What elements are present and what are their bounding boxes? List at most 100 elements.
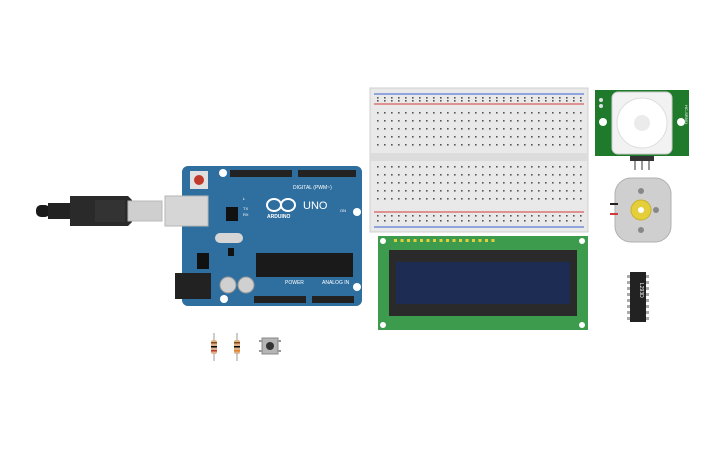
arduino-logo-icon <box>266 198 296 212</box>
hole <box>545 144 547 146</box>
hole <box>496 215 498 217</box>
hole <box>545 190 547 192</box>
power-jack <box>175 273 211 299</box>
hole <box>440 220 442 222</box>
hole <box>489 97 491 99</box>
hole <box>419 97 421 99</box>
hole <box>573 220 575 222</box>
hole <box>384 100 386 102</box>
hole <box>545 97 547 99</box>
hole <box>531 174 533 176</box>
hole <box>440 136 442 138</box>
board-model-label: UNO <box>303 200 328 212</box>
breadboard[interactable] <box>369 87 589 233</box>
hole <box>510 182 512 184</box>
hole <box>426 220 428 222</box>
hole <box>627 317 630 320</box>
hole <box>580 174 582 176</box>
arduino-uno-board[interactable]: UNO ARDUINO DIGITAL (PWM~) ON TX RX L PO… <box>164 166 362 306</box>
hole <box>580 97 582 99</box>
hole <box>405 166 407 168</box>
hole <box>468 198 470 200</box>
hole <box>545 112 547 114</box>
capacitor <box>219 276 237 294</box>
hole <box>398 166 400 168</box>
hole <box>510 128 512 130</box>
hole <box>503 166 505 168</box>
hole <box>398 100 400 102</box>
hole <box>447 215 449 217</box>
hole <box>503 120 505 122</box>
hole <box>545 198 547 200</box>
hole <box>465 239 469 242</box>
header-power <box>254 296 306 303</box>
hole <box>524 215 526 217</box>
usb-cable-end <box>36 205 50 217</box>
dc-motor[interactable] <box>610 177 672 243</box>
hole <box>468 144 470 146</box>
hole <box>440 97 442 99</box>
hole <box>538 182 540 184</box>
hole <box>559 112 561 114</box>
hole <box>566 182 568 184</box>
hole <box>377 166 379 168</box>
usb-connector <box>127 200 163 222</box>
crystal <box>215 233 243 243</box>
hole <box>412 166 414 168</box>
hole <box>412 215 414 217</box>
hole <box>524 136 526 138</box>
hole <box>573 182 575 184</box>
hole <box>496 166 498 168</box>
hole <box>573 120 575 122</box>
hole <box>580 166 582 168</box>
lcd-display[interactable] <box>378 236 588 330</box>
hole <box>405 190 407 192</box>
hole <box>566 220 568 222</box>
hole <box>461 100 463 102</box>
hole <box>426 215 428 217</box>
hole <box>517 136 519 138</box>
hole <box>468 136 470 138</box>
hole <box>538 198 540 200</box>
hole <box>377 215 379 217</box>
resistor[interactable] <box>234 333 240 361</box>
hole <box>517 97 519 99</box>
hole <box>391 100 393 102</box>
hole <box>559 215 561 217</box>
hole <box>440 174 442 176</box>
usb-cable[interactable] <box>36 196 163 226</box>
hole <box>419 144 421 146</box>
resistor[interactable] <box>211 333 217 361</box>
hole <box>524 166 526 168</box>
hole <box>454 100 456 102</box>
hole <box>482 112 484 114</box>
hole <box>419 120 421 122</box>
hole <box>377 190 379 192</box>
pir-sensor[interactable]: HC-SR501 <box>595 90 689 170</box>
hole <box>454 190 456 192</box>
hole <box>377 144 379 146</box>
hole <box>412 128 414 130</box>
hole <box>377 136 379 138</box>
hole <box>468 112 470 114</box>
hole <box>377 112 379 114</box>
hole <box>384 215 386 217</box>
hole <box>447 128 449 130</box>
hole <box>566 136 568 138</box>
usb-b-socket <box>164 195 209 227</box>
hole <box>524 190 526 192</box>
hole <box>412 120 414 122</box>
hole <box>384 174 386 176</box>
hole <box>517 166 519 168</box>
hole <box>524 144 526 146</box>
pushbutton-icon[interactable] <box>259 337 281 355</box>
hole <box>545 220 547 222</box>
hole <box>580 182 582 184</box>
hole <box>573 215 575 217</box>
ic-chip-l293d[interactable]: L293D <box>627 272 649 322</box>
hole <box>559 198 561 200</box>
hole <box>496 182 498 184</box>
hole <box>524 97 526 99</box>
hole <box>503 198 505 200</box>
